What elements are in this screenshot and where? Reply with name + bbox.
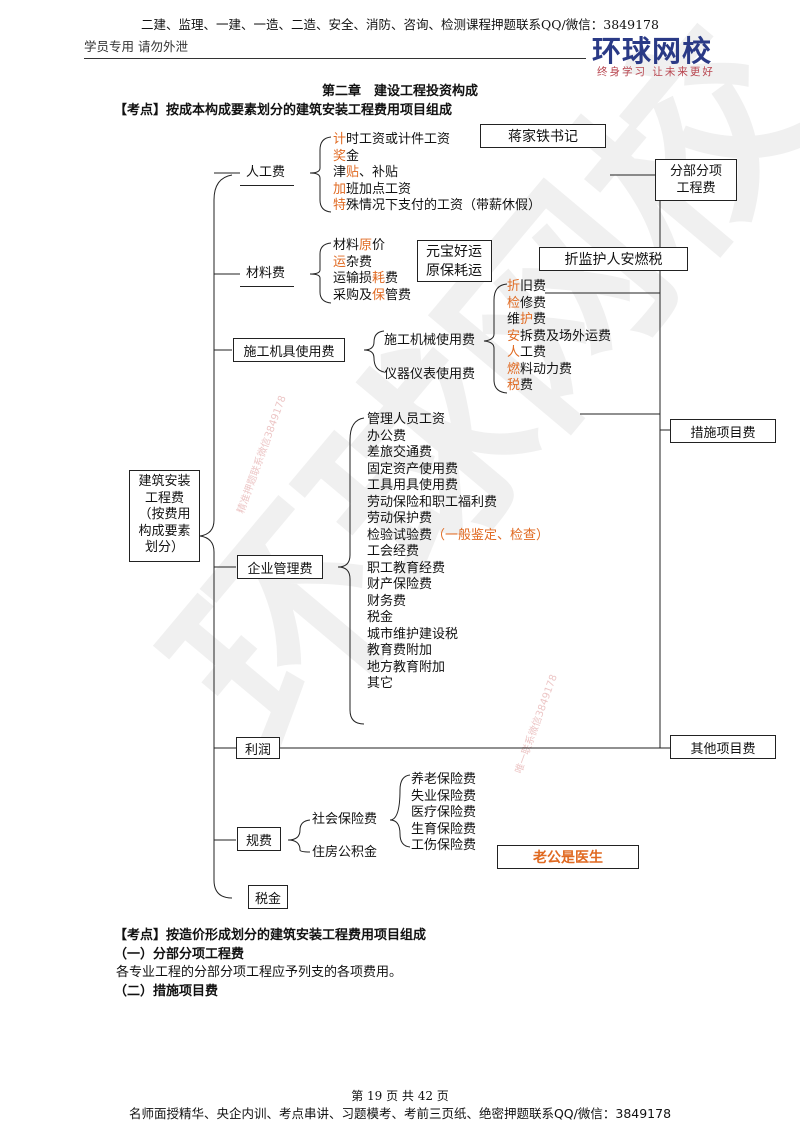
right-box-divisional: 分部分项 工程费 bbox=[655, 159, 737, 201]
machine-item: 安拆费及场外运费 bbox=[507, 328, 612, 344]
logo: 环球网校 bbox=[592, 34, 713, 68]
material-item: 运输损耗费 bbox=[333, 271, 399, 286]
management-item: 城市维护建设税 bbox=[367, 626, 459, 642]
header-contact-line: 二建、监理、一建、一造、二造、安全、消防、咨询、检测课程押题联系QQ/微信：38… bbox=[141, 17, 659, 32]
underline-material bbox=[240, 286, 294, 287]
machine-item: 检修费 bbox=[507, 295, 547, 311]
root-line-1: 建筑安装 bbox=[138, 474, 191, 489]
subsection-title-2: （二）措施项目费 bbox=[114, 984, 219, 999]
management-items: 管理人员工资 办公费 差旅交通费 固定资产使用费 工具用具使用费 劳动保险和职工… bbox=[367, 412, 549, 693]
management-item: 劳动保险和职工福利费 bbox=[367, 494, 498, 510]
body-paragraph: 各专业工程的分部分项工程应予列支的各项费用。 bbox=[116, 965, 403, 980]
management-item: 工会经费 bbox=[367, 544, 420, 559]
material-mnemonic-line-2: 原保耗运 bbox=[426, 263, 482, 279]
category-machine: 施工机具使用费 bbox=[233, 338, 345, 362]
labor-item: 奖金 bbox=[333, 148, 360, 164]
underline-labor bbox=[240, 185, 294, 186]
labor-item: 计时工资或计件工资 bbox=[333, 132, 451, 147]
root-line-5: 划分） bbox=[144, 540, 184, 555]
machine-item: 人工费 bbox=[507, 345, 547, 360]
management-item: 财产保险费 bbox=[367, 577, 433, 592]
management-item: 差旅交通费 bbox=[367, 445, 433, 460]
management-item: 工具用具使用费 bbox=[367, 478, 459, 493]
material-mnemonic-line-1: 元宝好运 bbox=[426, 244, 482, 260]
management-item: 固定资产使用费 bbox=[367, 461, 459, 477]
management-item: 劳动保护费 bbox=[367, 511, 433, 526]
management-item: 地方教育附加 bbox=[367, 659, 446, 675]
machine-item: 燃料动力费 bbox=[507, 361, 573, 377]
labor-item: 加班加点工资 bbox=[333, 181, 412, 197]
machine-mnemonic: 折监护人安燃税 bbox=[539, 247, 688, 271]
category-tax: 税金 bbox=[248, 885, 288, 909]
subsection-title-1: （一）分部分项工程费 bbox=[114, 947, 245, 962]
management-item: 检验试验费（一般鉴定、检查） bbox=[367, 527, 550, 543]
logo-slogan: 终身学习 让未来更好 bbox=[597, 66, 715, 78]
fees-social-insurance: 社会保险费 bbox=[312, 812, 378, 827]
management-item: 办公费 bbox=[367, 428, 407, 444]
management-item: 职工教育经费 bbox=[367, 560, 446, 576]
management-item: 财务费 bbox=[367, 593, 407, 609]
section-title-1: 【考点】按成本构成要素划分的建筑安装工程费用项目组成 bbox=[114, 103, 453, 118]
category-management: 企业管理费 bbox=[237, 555, 323, 579]
material-items: 材料原价 运杂费 运输损耗费 采购及保管费 bbox=[333, 238, 411, 304]
root-line-2: 工程费 bbox=[144, 490, 184, 506]
insurance-items: 养老保险费 失业保险费 医疗保险费 生育保险费 工伤保险费 bbox=[411, 772, 476, 855]
right-box-other: 其他项目费 bbox=[670, 735, 776, 759]
fees-housing-fund: 住房公积金 bbox=[312, 845, 378, 860]
management-item: 管理人员工资 bbox=[367, 412, 446, 427]
labor-mnemonic: 蒋家铁书记 bbox=[480, 124, 606, 148]
insurance-item: 医疗保险费 bbox=[411, 805, 477, 820]
right-box-divisional-line-2: 工程费 bbox=[676, 181, 716, 196]
material-mnemonic: 元宝好运 原保耗运 bbox=[417, 240, 492, 282]
insurance-item: 失业保险费 bbox=[411, 788, 477, 804]
machine-item: 维护费 bbox=[507, 312, 547, 327]
header-left-note: 学员专用 请勿外泄 bbox=[84, 39, 188, 54]
labor-item: 津贴、补贴 bbox=[333, 165, 399, 180]
fees-mnemonic: 老公是医生 bbox=[497, 845, 639, 869]
machine-sub-machinery: 施工机械使用费 bbox=[384, 333, 476, 348]
labor-items: 计时工资或计件工资 奖金 津贴、补贴 加班加点工资 特殊情况下支付的工资（带薪休… bbox=[333, 132, 541, 215]
machine-items: 折旧费 检修费 维护费 安拆费及场外运费 人工费 燃料动力费 税费 bbox=[507, 279, 611, 395]
root-line-3: （按费用 bbox=[138, 507, 191, 522]
root-box: 建筑安装 工程费 （按费用 构成要素 划分） bbox=[129, 470, 200, 562]
category-material: 材料费 bbox=[246, 266, 286, 281]
right-box-divisional-line-1: 分部分项 bbox=[669, 164, 722, 179]
page-number: 第 19 页 共 42 页 bbox=[351, 1089, 449, 1103]
material-item: 采购及保管费 bbox=[333, 287, 412, 303]
insurance-item: 养老保险费 bbox=[411, 772, 477, 787]
management-note: （一般鉴定、检查） bbox=[432, 527, 550, 543]
material-item: 运杂费 bbox=[333, 254, 373, 270]
right-box-measures: 措施项目费 bbox=[670, 419, 776, 443]
labor-item: 特殊情况下支付的工资（带薪休假） bbox=[333, 198, 542, 213]
management-item: 教育费附加 bbox=[367, 643, 433, 658]
header-rule bbox=[84, 58, 586, 59]
machine-item: 折旧费 bbox=[507, 279, 547, 294]
footer-contact-line: 名师面授精华、央企内训、考点串讲、习题模考、考前三页纸、绝密押题联系QQ/微信：… bbox=[128, 1106, 672, 1121]
management-item: 税金 bbox=[367, 610, 394, 625]
machine-item: 税费 bbox=[507, 378, 534, 393]
category-profit: 利润 bbox=[236, 737, 280, 759]
category-fees: 规费 bbox=[237, 827, 281, 851]
section-title-2: 【考点】按造价形成划分的建筑安装工程费用项目组成 bbox=[114, 928, 427, 943]
root-line-4: 构成要素 bbox=[138, 523, 191, 539]
machine-sub-instrument: 仪器仪表使用费 bbox=[384, 367, 476, 382]
chapter-title: 第二章 建设工程投资构成 bbox=[321, 84, 478, 99]
category-labor: 人工费 bbox=[246, 165, 286, 180]
management-item: 其它 bbox=[367, 676, 394, 691]
insurance-item: 生育保险费 bbox=[411, 821, 477, 837]
insurance-item: 工伤保险费 bbox=[411, 838, 477, 853]
material-item: 材料原价 bbox=[333, 238, 386, 253]
